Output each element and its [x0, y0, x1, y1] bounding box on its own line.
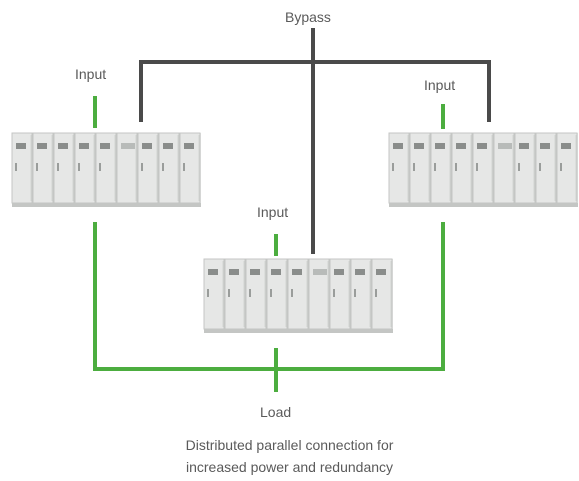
cabinet-handle	[518, 163, 520, 171]
cabinet	[203, 258, 225, 330]
ups-unit-left	[11, 132, 201, 207]
cabinet-handle	[78, 163, 80, 171]
cabinet-display	[271, 269, 281, 275]
cabinet-display	[100, 143, 110, 149]
cabinet	[308, 258, 330, 330]
cabinet-display	[519, 143, 529, 149]
cabinet-handle	[375, 289, 377, 297]
cabinet-handle	[99, 163, 101, 171]
cabinet-handle	[249, 289, 251, 297]
cabinet-display	[313, 269, 327, 275]
cabinet-display	[121, 143, 135, 149]
ups-base	[204, 329, 393, 333]
cabinet-display	[142, 143, 152, 149]
input-left-label: Input	[75, 66, 107, 82]
cabinet-display	[334, 269, 344, 275]
cabinet-handle	[228, 289, 230, 297]
ups-base	[12, 203, 201, 207]
cabinet-display	[184, 143, 194, 149]
cabinet	[53, 132, 75, 204]
cabinet-handle	[560, 163, 562, 171]
cabinet-display	[498, 143, 512, 149]
cabinet	[74, 132, 96, 204]
cabinet	[95, 132, 117, 204]
cabinet-display	[477, 143, 487, 149]
cabinet-handle	[413, 163, 415, 171]
cabinet-handle	[333, 289, 335, 297]
cabinet	[493, 132, 515, 204]
cabinet-handle	[162, 163, 164, 171]
caption-line-2: increased power and redundancy	[185, 459, 394, 475]
cabinet-handle	[455, 163, 457, 171]
cabinet	[556, 132, 578, 204]
cabinet-handle	[270, 289, 272, 297]
cabinet	[137, 132, 159, 204]
cabinet-display	[561, 143, 571, 149]
ups-unit-center	[203, 258, 393, 333]
cabinet-display	[229, 269, 239, 275]
cabinet-display	[163, 143, 173, 149]
cabinet	[116, 132, 138, 204]
cabinet	[388, 132, 410, 204]
cabinet	[32, 132, 54, 204]
cabinet-handle	[15, 163, 17, 171]
cabinet	[266, 258, 288, 330]
load-bus	[93, 222, 445, 371]
cabinet-handle	[57, 163, 59, 171]
cabinet-handle	[392, 163, 394, 171]
cabinet-display	[435, 143, 445, 149]
cabinet	[158, 132, 180, 204]
bypass-label: Bypass	[285, 9, 331, 25]
cabinet-display	[79, 143, 89, 149]
cabinet-display	[456, 143, 466, 149]
caption-line-1: Distributed parallel connection for	[185, 437, 394, 453]
input-lines	[93, 96, 445, 392]
cabinet	[451, 132, 473, 204]
bypass-lines	[139, 28, 491, 254]
cabinet	[245, 258, 267, 330]
cabinet-handle	[476, 163, 478, 171]
cabinet	[179, 132, 201, 204]
cabinet	[287, 258, 309, 330]
caption: Distributed parallel connection for incr…	[0, 434, 579, 478]
cabinet-display	[414, 143, 424, 149]
ups-unit-right	[388, 132, 578, 207]
cabinet-display	[292, 269, 302, 275]
cabinet-handle	[141, 163, 143, 171]
cabinet-display	[540, 143, 550, 149]
input-right-label: Input	[424, 77, 456, 93]
cabinet	[514, 132, 536, 204]
ups-base	[389, 203, 578, 207]
cabinet-display	[16, 143, 26, 149]
cabinet-display	[376, 269, 386, 275]
cabinet	[535, 132, 557, 204]
cabinet-handle	[354, 289, 356, 297]
cabinet-handle	[207, 289, 209, 297]
cabinet-display	[37, 143, 47, 149]
cabinet	[11, 132, 33, 204]
cabinet-display	[355, 269, 365, 275]
cabinet	[409, 132, 431, 204]
load-label: Load	[260, 404, 292, 420]
cabinet-handle	[183, 163, 185, 171]
cabinet-handle	[291, 289, 293, 297]
cabinet-handle	[539, 163, 541, 171]
cabinet-display	[250, 269, 260, 275]
cabinet	[430, 132, 452, 204]
cabinet	[329, 258, 351, 330]
cabinet	[350, 258, 372, 330]
cabinet-handle	[36, 163, 38, 171]
cabinet-display	[58, 143, 68, 149]
input-center-label: Input	[257, 204, 289, 220]
cabinet-handle	[434, 163, 436, 171]
cabinet	[472, 132, 494, 204]
cabinet	[224, 258, 246, 330]
cabinet	[371, 258, 393, 330]
cabinet-display	[208, 269, 218, 275]
cabinet-display	[393, 143, 403, 149]
